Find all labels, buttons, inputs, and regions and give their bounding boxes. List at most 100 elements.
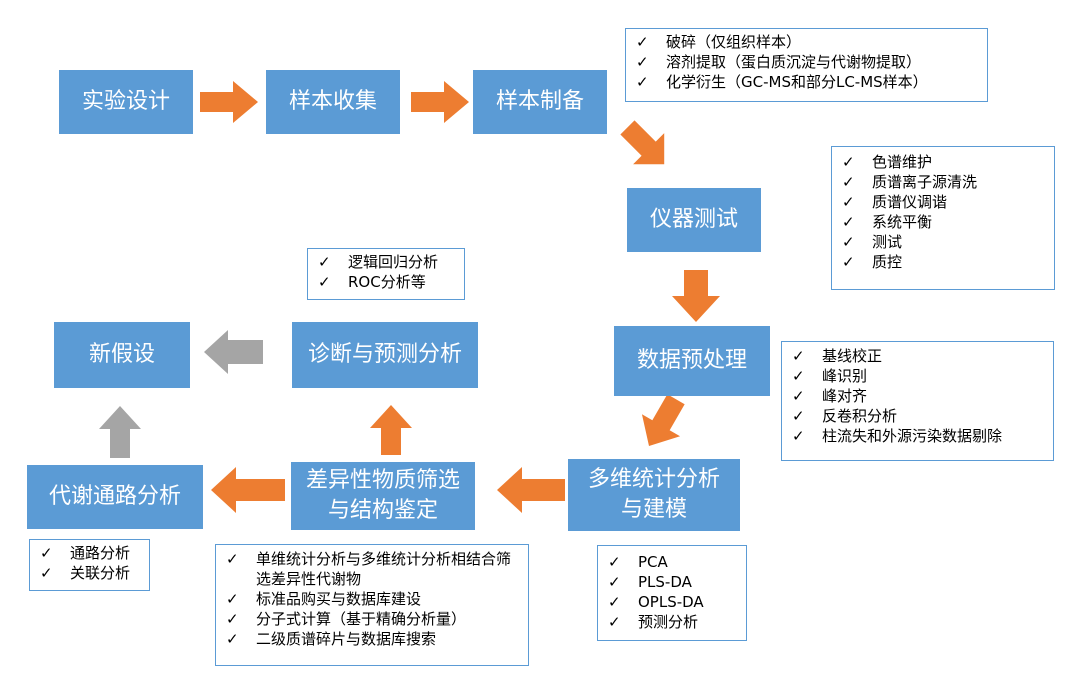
note-item: ✓标准品购买与数据库建设: [226, 589, 520, 609]
note-instrument: ✓ 色谱维护 ✓ 质谱离子源清洗 ✓ 质谱仪调谐 ✓ 系统平衡 ✓ 测试 ✓质控: [831, 146, 1055, 290]
box-multivariate-modeling: 多维统计分析 与建模: [568, 459, 740, 531]
note-item: ✓PLS-DA: [608, 572, 738, 592]
note-text: 测试: [872, 233, 903, 251]
note-item: ✓溶剂提取（蛋白质沉淀与代谢物提取）: [636, 52, 979, 72]
box-new-hypothesis: 新假设: [54, 322, 190, 388]
note-item: ✓ 单维统计分析与多维统计分析相结合筛选差异性代谢物: [226, 549, 520, 589]
note-text: 预测分析: [638, 613, 699, 631]
note-text: 通路分析: [70, 544, 131, 562]
note-item: ✓ 测试: [842, 232, 1046, 252]
note-text: 峰对齐: [822, 387, 868, 405]
check-icon: ✓: [226, 610, 239, 628]
check-icon: ✓: [318, 253, 331, 271]
box-multivariate-line1: 多维统计分析: [587, 467, 720, 493]
note-item: ✓ 关联分析: [40, 563, 141, 583]
note-text: 标准品购买与数据库建设: [256, 590, 422, 608]
check-icon: ✓: [842, 173, 855, 191]
note-item: ✓破碎（仅组织样本）: [636, 32, 979, 52]
check-icon: ✓: [792, 347, 805, 365]
note-text: 峰识别: [822, 367, 868, 385]
check-icon: ✓: [40, 544, 53, 562]
note-text: 基线校正: [822, 347, 883, 365]
check-icon: ✓: [636, 73, 649, 91]
box-screening-line2: 与结构鉴定: [327, 498, 438, 523]
arrow-diagnosis-to-hypothesis: [204, 330, 263, 374]
note-item: ✓ OPLS-DA: [608, 592, 738, 612]
arrow-instrument-to-preprocessing: [672, 270, 720, 322]
box-instrument-testing: 仪器测试: [627, 188, 761, 252]
check-icon: ✓: [792, 407, 805, 425]
note-diagnosis: ✓ 逻辑回归分析 ✓ ROC分析等: [307, 248, 465, 300]
note-item: ✓ 色谱维护: [842, 152, 1046, 172]
note-item: ✓ 分子式计算（基于精确分析量）: [226, 609, 520, 629]
check-icon: ✓: [318, 273, 331, 291]
check-icon: ✓: [226, 550, 239, 568]
check-icon: ✓: [792, 367, 805, 385]
box-sample-collection: 样本收集: [266, 70, 400, 134]
arrow-pathway-to-hypothesis: [99, 406, 141, 458]
note-text: 化学衍生（GC-MS和部分LC-MS样本）: [666, 73, 928, 91]
box-diagnosis-prediction: 诊断与预测分析: [292, 322, 478, 388]
check-icon: ✓: [842, 193, 855, 211]
note-item: ✓ 预测分析: [608, 612, 738, 632]
note-preparation: ✓破碎（仅组织样本） ✓溶剂提取（蛋白质沉淀与代谢物提取） ✓ 化学衍生（GC-M…: [625, 28, 988, 102]
note-item: ✓ 峰对齐: [792, 386, 1045, 406]
arrow-modeling-to-screening: [497, 467, 565, 513]
check-icon: ✓: [842, 153, 855, 171]
note-text: 色谱维护: [872, 153, 933, 171]
arrow-design-to-collection: [200, 81, 258, 123]
note-text: PLS-DA: [638, 573, 692, 591]
note-item: ✓ 基线校正: [792, 346, 1045, 366]
check-icon: ✓: [226, 630, 239, 648]
note-text: PCA: [638, 553, 668, 571]
check-icon: ✓: [636, 53, 649, 71]
note-preprocessing: ✓ 基线校正 ✓ 峰识别 ✓ 峰对齐 ✓ 反卷积分析 ✓ 柱流失和外源污染数据剔除: [781, 341, 1054, 461]
check-icon: ✓: [792, 427, 805, 445]
note-text: 单维统计分析与多维统计分析相结合筛选差异性代谢物: [256, 550, 512, 588]
box-experiment-design: 实验设计: [59, 70, 193, 134]
arrow-collection-to-preparation: [411, 81, 469, 123]
note-text: 质控: [872, 253, 903, 271]
check-icon: ✓: [608, 593, 621, 611]
arrow-screening-to-diagnosis: [370, 405, 412, 455]
note-text: 质谱仪调谐: [872, 193, 948, 211]
note-item: ✓ 化学衍生（GC-MS和部分LC-MS样本）: [636, 72, 979, 92]
note-item: ✓ 峰识别: [792, 366, 1045, 386]
box-pathway-analysis: 代谢通路分析: [27, 465, 203, 529]
note-item: ✓ 系统平衡: [842, 212, 1046, 232]
note-item: ✓ 二级质谱碎片与数据库搜索: [226, 629, 520, 649]
note-item: ✓ ROC分析等: [318, 272, 456, 292]
note-modeling: ✓PCA ✓PLS-DA ✓ OPLS-DA ✓ 预测分析: [597, 545, 747, 641]
check-icon: ✓: [792, 387, 805, 405]
note-item: ✓PCA: [608, 552, 738, 572]
note-item: ✓ 反卷积分析: [792, 406, 1045, 426]
note-text: ROC分析等: [348, 273, 426, 291]
note-item: ✓ 质谱仪调谐: [842, 192, 1046, 212]
box-screening-line1: 差异性物质筛选: [305, 468, 460, 494]
note-pathway: ✓ 通路分析 ✓ 关联分析: [29, 539, 150, 591]
note-text: 柱流失和外源污染数据剔除: [822, 427, 1003, 445]
note-text: 二级质谱碎片与数据库搜索: [256, 630, 437, 648]
note-item: ✓质控: [842, 252, 1046, 272]
check-icon: ✓: [40, 564, 53, 582]
box-differential-screening: 差异性物质筛选 与结构鉴定: [291, 462, 475, 530]
note-screening: ✓单维统计分析与多维统计分析相结合筛选差异性代谢物 ✓标准品购买与数据库建设 ✓…: [215, 544, 529, 666]
note-text: 反卷积分析: [822, 407, 898, 425]
note-text: 逻辑回归分析: [348, 253, 439, 271]
note-text: 分子式计算（基于精确分析量）: [256, 610, 467, 628]
box-sample-preparation: 样本制备: [473, 70, 607, 134]
note-text: 质谱离子源清洗: [872, 173, 978, 191]
note-text: 关联分析: [70, 564, 131, 582]
arrow-preparation-to-instrument: [620, 120, 665, 165]
check-icon: ✓: [608, 613, 621, 631]
check-icon: ✓: [842, 233, 855, 251]
note-text: OPLS-DA: [638, 593, 704, 611]
check-icon: ✓: [636, 33, 649, 51]
box-multivariate-line2: 与建模: [620, 497, 687, 522]
arrow-screening-to-pathway: [211, 467, 285, 513]
arrow-preprocessing-to-modeling: [641, 394, 685, 446]
check-icon: ✓: [842, 213, 855, 231]
note-text: 系统平衡: [872, 213, 933, 231]
note-item: ✓ 质谱离子源清洗: [842, 172, 1046, 192]
